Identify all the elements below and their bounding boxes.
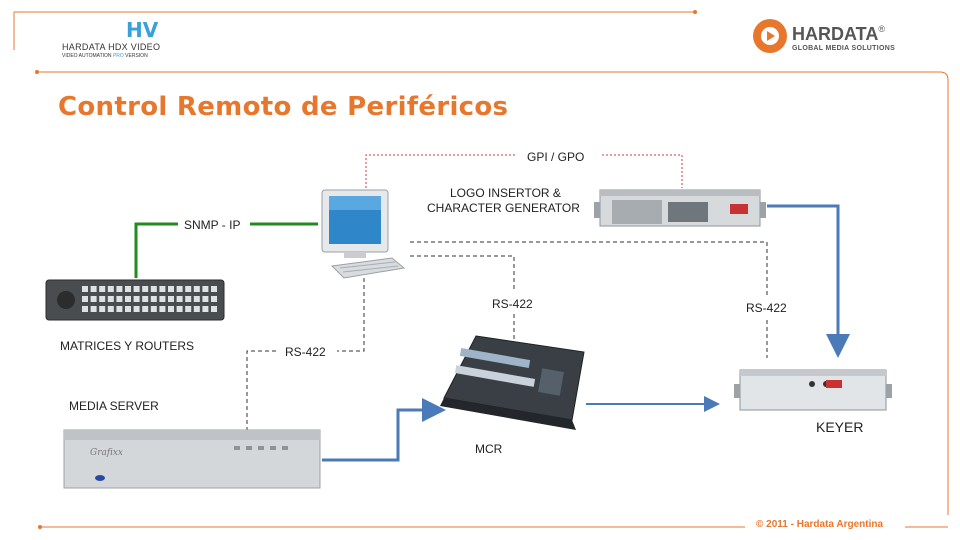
- matrix-button: [176, 286, 183, 292]
- mcr-console-device: [440, 335, 585, 430]
- matrix-button: [107, 306, 114, 312]
- media-server-brand: Grafixx: [90, 448, 123, 458]
- snmp-link: [134, 222, 318, 278]
- matrix-button: [150, 296, 157, 302]
- matrix-button: [150, 286, 157, 292]
- matrix-button: [82, 286, 88, 292]
- matrix-button: [116, 286, 123, 292]
- hv-mark: HV: [126, 18, 159, 42]
- snmp-label: SNMP - IP: [184, 218, 241, 232]
- matrices-label: MATRICES Y ROUTERS: [60, 339, 195, 353]
- frame-lines: [13, 10, 949, 529]
- matrix-button: [99, 286, 106, 292]
- rs422-media-link: [246, 278, 365, 430]
- matrix-button: [125, 296, 131, 302]
- matrix-button: [168, 286, 174, 292]
- frame-right-line: [939, 71, 949, 515]
- matrix-button: [202, 286, 209, 292]
- keyer-label: KEYER: [816, 419, 864, 435]
- matrix-button: [99, 296, 106, 302]
- matrix-router-device: [45, 279, 225, 321]
- matrix-button: [185, 306, 192, 312]
- matrix-button: [193, 306, 200, 312]
- rs422-mcr-link: [410, 255, 515, 340]
- media-server-label: MEDIA SERVER: [69, 399, 159, 413]
- hardata-reg: ®: [878, 24, 885, 34]
- matrix-button: [125, 286, 131, 292]
- matrix-button: [193, 286, 200, 292]
- matrix-button: [193, 296, 200, 302]
- keyer-device: [734, 369, 892, 411]
- matrix-button: [176, 296, 183, 302]
- computer-icon: [321, 189, 406, 279]
- matrix-button: [82, 306, 88, 312]
- matrix-button: [90, 296, 97, 302]
- rs422-center-label: RS-422: [492, 297, 533, 311]
- hdx-logo-line2-prefix: VIDEO AUTOMATION: [62, 53, 112, 59]
- matrix-button: [185, 296, 192, 302]
- logo-inserter-label-line1: LOGO INSERTOR &: [450, 186, 561, 200]
- matrix-button: [211, 296, 217, 302]
- rs422-right-label: RS-422: [746, 301, 787, 315]
- matrix-button: [125, 306, 131, 312]
- matrix-button: [202, 296, 209, 302]
- matrix-button: [90, 306, 97, 312]
- hdx-logo-pro: PRO: [112, 53, 124, 59]
- matrix-button: [176, 306, 183, 312]
- matrix-button: [133, 296, 140, 302]
- matrix-button: [142, 296, 149, 302]
- matrix-button: [133, 286, 140, 292]
- matrix-button: [142, 306, 149, 312]
- matrix-button: [133, 306, 140, 312]
- matrix-button: [159, 296, 166, 302]
- frame-dot: [38, 525, 42, 529]
- footer-copyright: © 2011 - Hardata Argentina: [756, 519, 884, 530]
- matrix-button: [202, 306, 209, 312]
- matrix-button: [90, 286, 97, 292]
- logo-inserter-label-line2: CHARACTER GENERATOR: [427, 201, 580, 215]
- gpi-gpo-link: [365, 154, 683, 188]
- hardata-tagline: GLOBAL MEDIA SOLUTIONS: [792, 45, 896, 52]
- gpi-gpo-label: GPI / GPO: [527, 150, 585, 164]
- rs422-keyer-link: [410, 241, 768, 358]
- hdx-logo-line2-suffix: VERSION: [125, 53, 148, 59]
- matrix-button: [116, 306, 123, 312]
- media-server-device: Grafixx: [63, 429, 321, 489]
- hdx-logo-line2: VIDEO AUTOMATION PRO VERSION: [62, 53, 148, 59]
- mcr-label: MCR: [475, 442, 503, 456]
- hardata-name: HARDATA: [792, 24, 879, 44]
- logo-to-keyer-arrow: [767, 204, 850, 358]
- page-title: Control Remoto de Periféricos: [58, 92, 509, 122]
- rs422-left-label: RS-422: [285, 345, 326, 359]
- matrix-button: [107, 296, 114, 302]
- hdx-logo-line1: HARDATA HDX VIDEO: [62, 42, 161, 52]
- hardata-logo: HARDATA® GLOBAL MEDIA SOLUTIONS: [792, 24, 895, 52]
- logo-inserter-device: [594, 189, 766, 227]
- hardata-logo-mark: [753, 19, 787, 53]
- matrix-button: [159, 286, 166, 292]
- matrix-button: [116, 296, 123, 302]
- frame-dot: [693, 10, 697, 14]
- matrix-button: [150, 306, 157, 312]
- matrix-button: [211, 286, 217, 292]
- frame-dot: [35, 70, 39, 74]
- matrix-button: [211, 306, 217, 312]
- matrix-button: [82, 296, 88, 302]
- matrix-button: [185, 286, 192, 292]
- matrix-button: [107, 286, 114, 292]
- matrix-button: [142, 286, 149, 292]
- matrix-button: [159, 306, 166, 312]
- server-to-mcr-arrow: [322, 398, 446, 462]
- matrix-button: [168, 306, 174, 312]
- matrix-button: [99, 306, 106, 312]
- matrix-button: [168, 296, 174, 302]
